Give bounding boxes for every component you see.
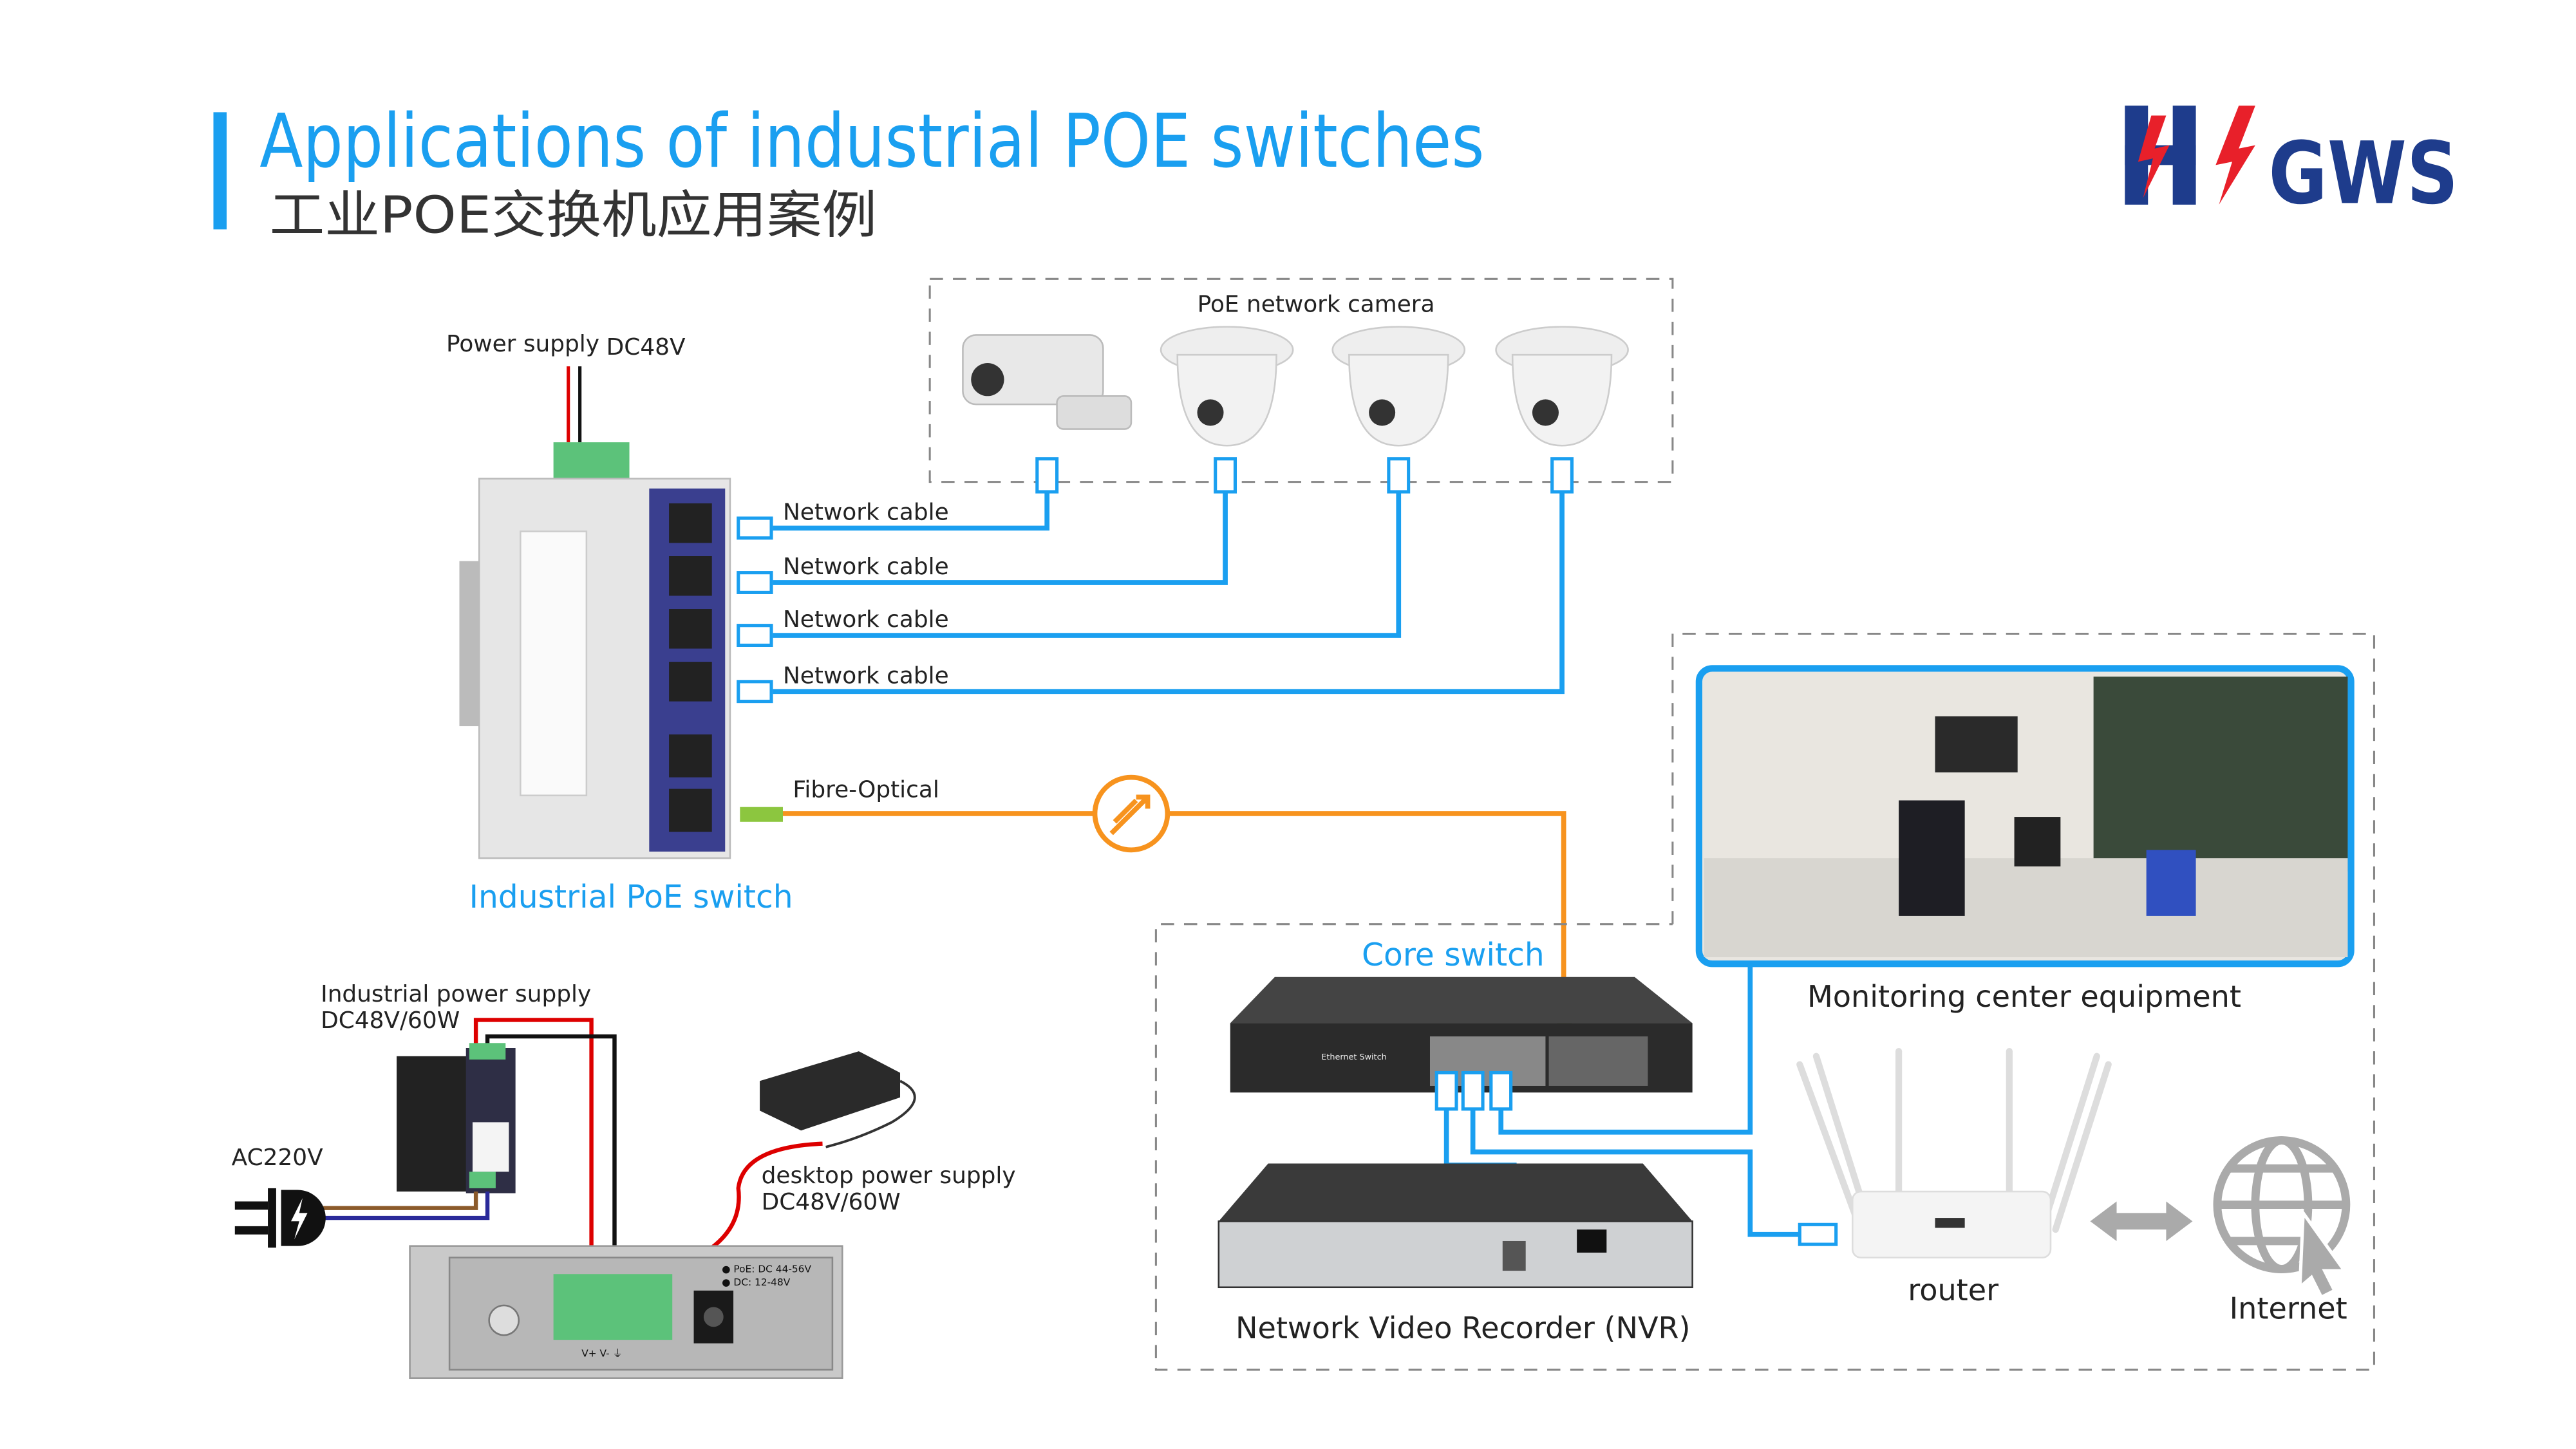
desktop-power-label: desktop power supply — [762, 1163, 1016, 1189]
svg-text:V+ V- ⏚: V+ V- ⏚ — [581, 1347, 623, 1359]
fibre-connector — [740, 807, 783, 822]
bullet-camera — [962, 334, 1133, 430]
monitoring-center-photo — [1695, 665, 2355, 968]
svg-text:GWS: GWS — [2268, 124, 2458, 223]
monitoring-label: Monitoring center equipment — [1807, 979, 2241, 1014]
network-cables — [737, 457, 1574, 704]
switch-power-panel: ● PoE: DC 44-56V ● DC: 12-48V V+ V- ⏚ — [409, 1245, 843, 1379]
title-accent-bar — [213, 112, 227, 230]
cable-label: Network cable — [783, 554, 949, 580]
dome-camera — [1160, 326, 1294, 447]
industrial-switch-label: Industrial PoE switch — [469, 879, 793, 915]
router-device — [1796, 1048, 2112, 1258]
desktop-power-cable — [691, 1141, 823, 1285]
power-supply-label: Power supply — [446, 331, 599, 357]
internet-label: Internet — [2230, 1291, 2347, 1325]
fibre-transceiver-icon — [1092, 774, 1170, 853]
industrial-power-supply-device — [397, 1043, 516, 1193]
svg-text:● PoE: DC 44-56V: ● PoE: DC 44-56V — [722, 1264, 811, 1275]
svg-text:Ethernet Switch: Ethernet Switch — [1321, 1052, 1387, 1062]
core-switch-label: Core switch — [1362, 937, 1545, 973]
fibre-optic-line — [776, 811, 1566, 991]
globe-icon — [2213, 1136, 2351, 1300]
gws-logo: GWS — [2125, 106, 2458, 223]
page-subtitle: 工业POE交换机应用案例 — [270, 185, 877, 245]
industrial-power-value: DC48V/60W — [321, 1007, 460, 1034]
nvr-device — [1217, 1163, 1693, 1289]
cable-label: Network cable — [783, 662, 949, 689]
desktop-power-adapter — [760, 1051, 916, 1148]
industrial-power-label: Industrial power supply — [321, 981, 591, 1007]
camera-group-label: PoE network camera — [1198, 292, 1435, 318]
page-title: Applications of industrial POE switches — [259, 98, 1484, 185]
svg-text:● DC: 12-48V: ● DC: 12-48V — [722, 1276, 791, 1288]
camera-group-frame — [928, 277, 1674, 483]
ac-label: AC220V — [232, 1145, 323, 1171]
bidirectional-arrow-icon — [2090, 1201, 2193, 1241]
dome-camera — [1495, 326, 1629, 447]
desktop-power-value: DC48V/60W — [762, 1189, 901, 1215]
cable-label: Network cable — [783, 606, 949, 633]
router-label: router — [1908, 1273, 1998, 1307]
dome-cameras — [1160, 326, 1629, 447]
industrial-poe-switch-device — [459, 442, 731, 859]
nvr-label: Network Video Recorder (NVR) — [1236, 1311, 1691, 1345]
cable-label: Network cable — [783, 500, 949, 526]
fibre-label: Fibre-Optical — [793, 776, 939, 803]
power-plug-icon — [234, 1188, 326, 1248]
core-network-frame — [1154, 632, 2376, 1371]
power-supply-value: DC48V — [606, 334, 686, 360]
dome-camera — [1331, 326, 1466, 447]
